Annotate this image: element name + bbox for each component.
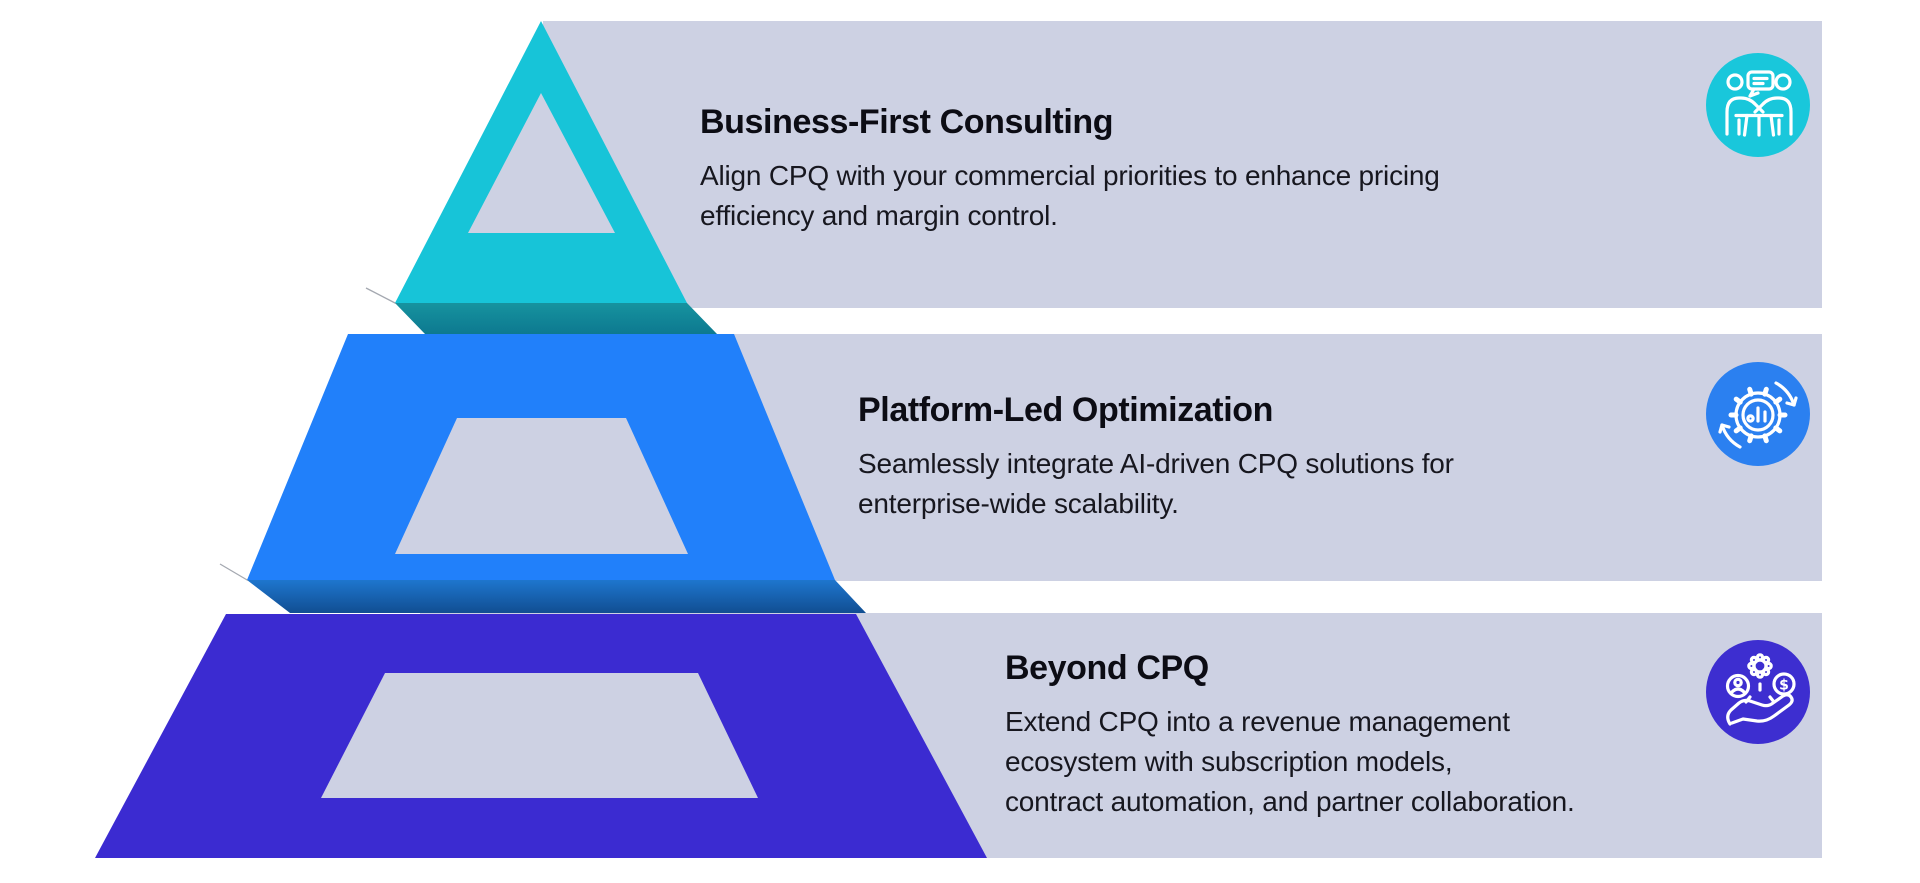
tier3-heading: Beyond CPQ [1005, 649, 1209, 687]
tier-card-platform-led-optimization: Platform-Led Optimization Seamlessly int… [500, 334, 1822, 581]
tier2-body-line-2: enterprise-wide scalability. [858, 488, 1179, 519]
tier3-body-line-2: ecosystem with subscription models, [1005, 746, 1453, 777]
consulting-people-icon [1706, 53, 1810, 157]
pyramid-tier1-crease [365, 287, 397, 305]
tier1-body-line-2: efficiency and margin control. [700, 200, 1058, 231]
tier1-heading: Business-First Consulting [700, 103, 1114, 141]
tier2-heading: Platform-Led Optimization [858, 391, 1274, 429]
revenue-hand-icon: $ [1706, 640, 1810, 744]
pyramid-tier2-fold [247, 580, 866, 613]
tier2-body-line-1: Seamlessly integrate AI-driven CPQ solut… [858, 448, 1454, 479]
tier3-body-line-3: contract automation, and partner collabo… [1005, 786, 1575, 817]
tier-card-business-first-consulting: Business-First Consulting Align CPQ with… [543, 21, 1822, 308]
tier3-body-line-1: Extend CPQ into a revenue management [1005, 706, 1510, 737]
revenue-hand-glyph: $ [1725, 653, 1796, 726]
gear-growth-glyph [1718, 381, 1798, 449]
gear-growth-icon [1706, 362, 1810, 466]
tier1-body-line-1: Align CPQ with your commercial prioritie… [700, 160, 1440, 191]
pyramid-tier2-crease [219, 563, 249, 582]
consulting-people-glyph [1725, 70, 1793, 137]
dollar-symbol: $ [1779, 678, 1789, 694]
tier-card-beyond-cpq: Beyond CPQ Extend CPQ into a revenue man… [420, 613, 1822, 858]
